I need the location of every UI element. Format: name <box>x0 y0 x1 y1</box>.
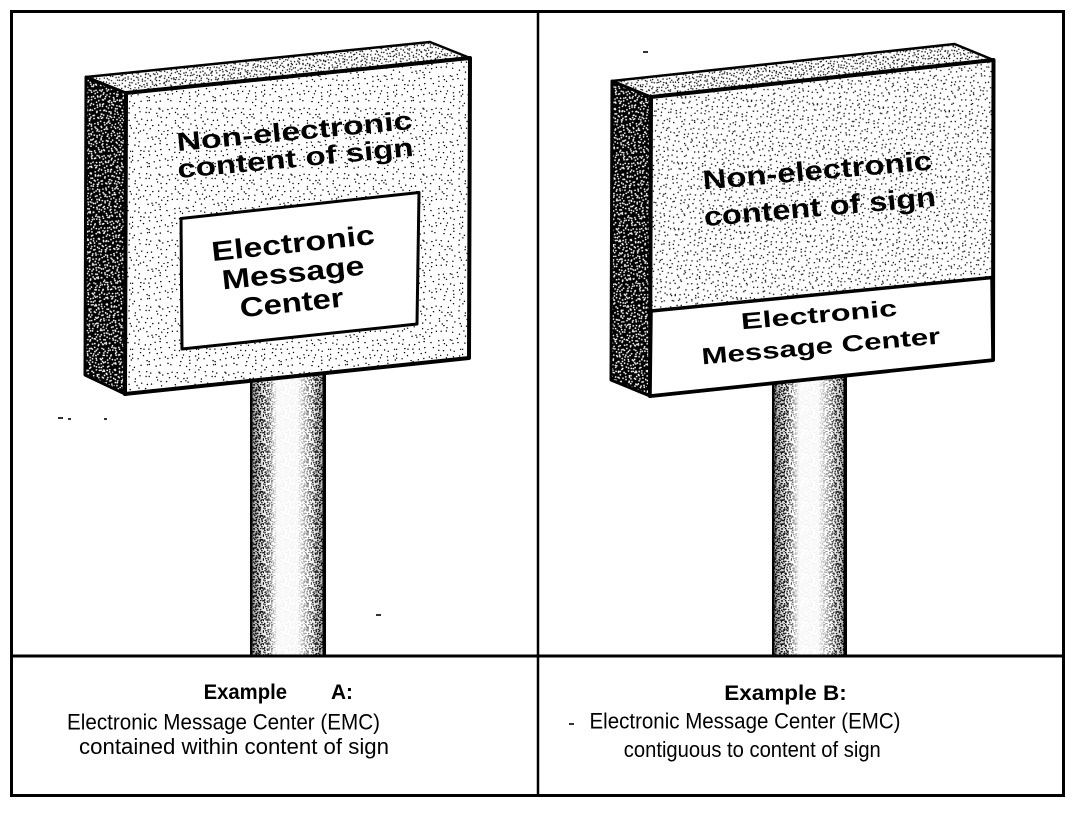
svg-text:Electronic Message Center (EMC: Electronic Message Center (EMC) <box>590 709 901 734</box>
svg-text:A:: A: <box>331 680 353 704</box>
svg-text:Example: Example <box>204 680 287 704</box>
svg-text:contiguous to content of sign: contiguous to content of sign <box>624 737 881 762</box>
svg-text:Electronic Message Center (EMC: Electronic Message Center (EMC) <box>67 710 380 735</box>
svg-text:contained within content of si: contained within content of sign <box>79 734 389 759</box>
svg-text:Example B:: Example B: <box>724 681 847 705</box>
